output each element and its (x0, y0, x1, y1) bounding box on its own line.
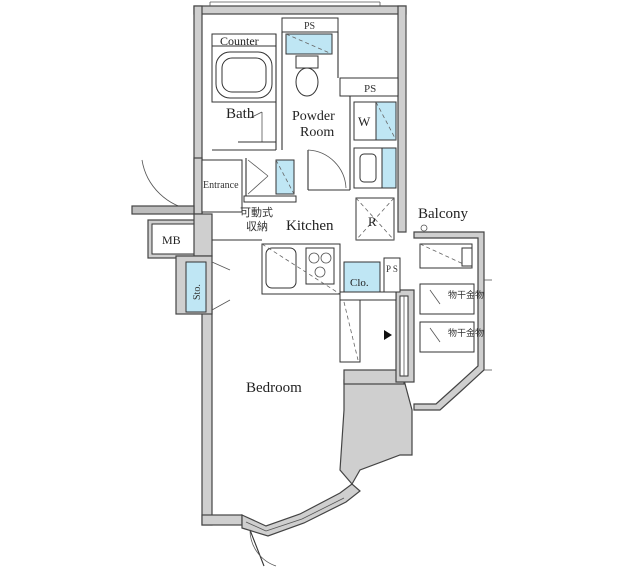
storage-jp-label-1: 可動式 (240, 205, 273, 219)
balcony-note-2: 物干金物 (448, 327, 484, 338)
storage-jp-label-2: 収納 (246, 220, 268, 233)
ps-top (281, 17, 339, 55)
right-wall-upper (397, 5, 407, 233)
ps-kitchen-label: P S (386, 264, 398, 274)
bath-room (211, 33, 277, 151)
refrigerator (355, 197, 395, 241)
entrance-label: Entrance (203, 180, 239, 191)
balcony: 物干金物 物干金物 (413, 224, 492, 411)
storage-closet[interactable] (185, 261, 231, 313)
bedroom-right-wall (339, 379, 413, 486)
bath-label: Bath (226, 106, 255, 122)
top-wall (193, 1, 407, 15)
balcony-note-1: 物干金物 (448, 289, 484, 300)
bedroom-bay-door[interactable] (249, 529, 277, 567)
balcony-label: Balcony (418, 206, 468, 222)
kitchen-counter (261, 243, 341, 295)
entrance (131, 157, 243, 215)
sto-label: Sto. (192, 284, 203, 300)
mb-label: MB (162, 233, 181, 247)
bedroom-label: Bedroom (246, 380, 302, 396)
shoe-storage (243, 158, 297, 203)
powder-room-door[interactable] (307, 149, 350, 191)
door-arrow-icon (384, 330, 392, 340)
closet-label: Clo. (350, 277, 369, 289)
bedroom-bay-wall (241, 483, 361, 537)
refrigerator-label: R (368, 214, 377, 229)
bedroom-left-wall (201, 304, 213, 526)
washer (353, 101, 397, 141)
washer-label: W (358, 114, 371, 129)
sink (353, 147, 397, 189)
toilet (295, 55, 319, 97)
powder-room-label-1: Powder (292, 109, 335, 124)
closet[interactable] (339, 257, 401, 363)
kitchen-label: Kitchen (286, 218, 334, 234)
powder-room-label-2: Room (300, 125, 334, 140)
ps-powder-label: PS (364, 83, 376, 95)
balcony-door[interactable] (384, 289, 415, 383)
counter-label: Counter (220, 34, 259, 48)
ps-top-label: PS (304, 21, 315, 32)
